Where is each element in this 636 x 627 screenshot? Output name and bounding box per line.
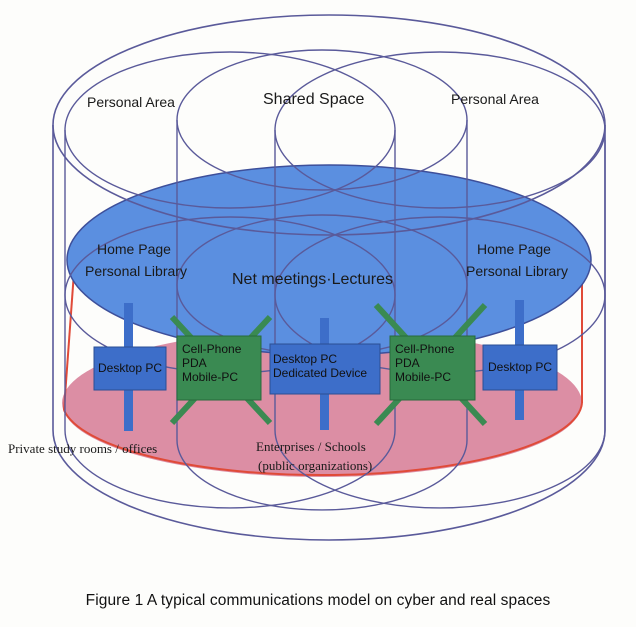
device-label-line: Dedicated Device [273,366,367,380]
device-desktop-right: Desktop PC [482,300,558,420]
home-page-left-label: Home Page [97,241,171,257]
device-desktop-left: Desktop PC [93,303,167,431]
device-label-line: Cell-Phone [395,342,455,356]
device-label-line: PDA [395,356,420,370]
personal-area-right-label: Personal Area [451,91,539,107]
device-label-line: Desktop PC [488,360,552,374]
device-label-line: Cell-Phone [182,342,242,356]
device-label: Desktop PC [98,361,162,375]
personal-area-left-label: Personal Area [87,94,175,110]
home-page-right-label: Home Page [477,241,551,257]
public-organizations-label: (public organizations) [258,458,372,473]
device-label-line: Mobile-PC [395,370,451,384]
personal-library-right-label: Personal Library [466,263,568,279]
private-rooms-label: Private study rooms / offices [8,441,157,456]
device-label-line: Mobile-PC [182,370,238,384]
figure-caption: Figure 1 A typical communications model … [85,592,551,609]
personal-library-left-label: Personal Library [85,263,187,279]
shared-space-label: Shared Space [263,91,365,108]
enterprises-label: Enterprises / Schools [256,439,366,454]
device-label-line: Desktop PC [273,352,337,366]
device-label-line: Desktop PC [98,361,162,375]
net-meetings-label: Net meetings·Lectures [232,271,393,288]
device-label-line: PDA [182,356,207,370]
device-label: Desktop PC [488,360,552,374]
real-space-bottom-edge [63,402,583,477]
